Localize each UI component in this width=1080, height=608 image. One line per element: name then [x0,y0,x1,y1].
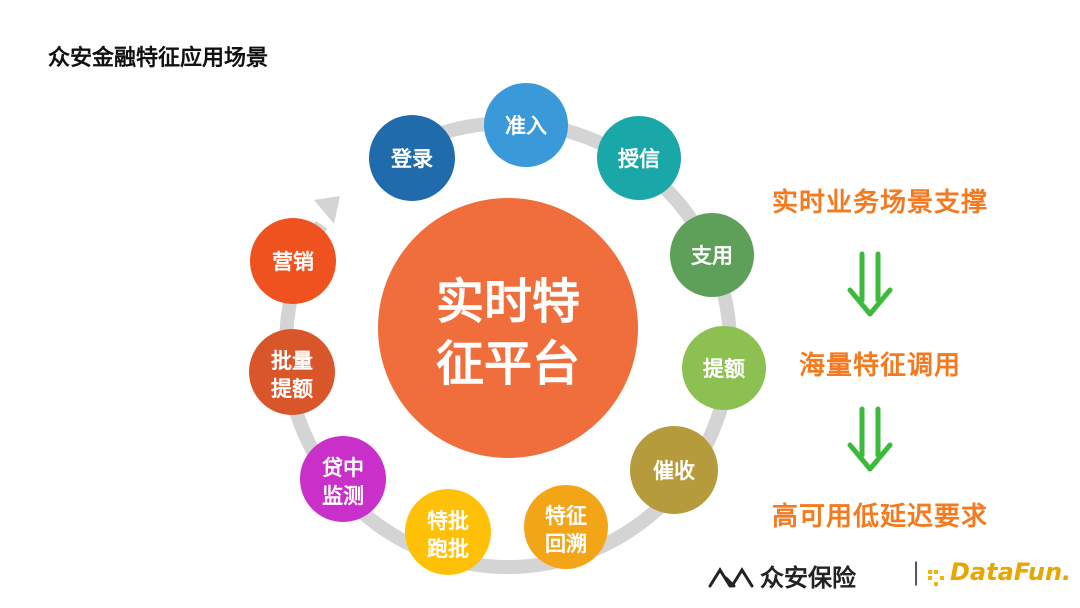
zhongan-logo-icon [708,567,754,588]
node-label: 催收 [653,459,695,483]
node-label: 特征 [545,504,587,528]
node-label: 贷中 [322,456,364,480]
ring-arrow-icon [314,196,340,224]
node-label: 准入 [505,114,547,138]
node-label: 授信 [618,147,660,171]
center-line2: 征平台 [436,336,580,392]
node-label: 提额 [703,357,745,381]
node-collect: 催收 [630,426,718,514]
datafun-logo-icon [928,570,944,586]
node-label: 跑批 [427,537,469,561]
node-label: 提额 [271,377,313,401]
node-circle [484,83,568,167]
node-circle [524,485,608,569]
center-circle [378,198,638,458]
footer-logos: 众安保险 | DataFun. [700,558,1071,598]
node-login: 登录 [369,115,455,201]
node-circle [682,326,766,410]
node-label: 登录 [390,147,433,171]
footer-separator: | [912,558,921,586]
node-circle [249,329,335,415]
node-label: 回溯 [545,532,587,556]
node-circle [369,115,455,201]
right-item-realtime: 实时业务场景支撑 [771,188,988,218]
node-circle [300,436,386,522]
node-credit: 授信 [597,116,681,200]
node-label: 特批 [427,509,469,533]
down-arrow-icon [847,406,893,472]
node-circle [630,426,718,514]
node-circle [250,218,336,304]
node-marketing: 营销 [250,218,336,304]
brand-name: 众安保险 [760,564,856,592]
right-item-massive: 海量特征调用 [798,351,961,381]
center-line1: 实时特 [436,274,580,330]
page-title: 众安金融特征应用场景 [48,46,269,71]
right-item-ha: 高可用低延迟要求 [771,502,988,532]
node-label: 批量 [271,349,313,373]
node-circle [597,116,681,200]
node-label: 营销 [272,250,314,274]
node-use: 支用 [670,213,754,297]
partner-name: DataFun. [950,558,1072,586]
node-label: 监测 [322,484,364,508]
node-access: 准入 [484,83,568,167]
node-raise: 提额 [682,326,766,410]
node-circle [670,213,754,297]
node-circle [405,489,491,575]
node-label: 支用 [691,244,733,268]
down-arrow-icon [847,251,893,317]
